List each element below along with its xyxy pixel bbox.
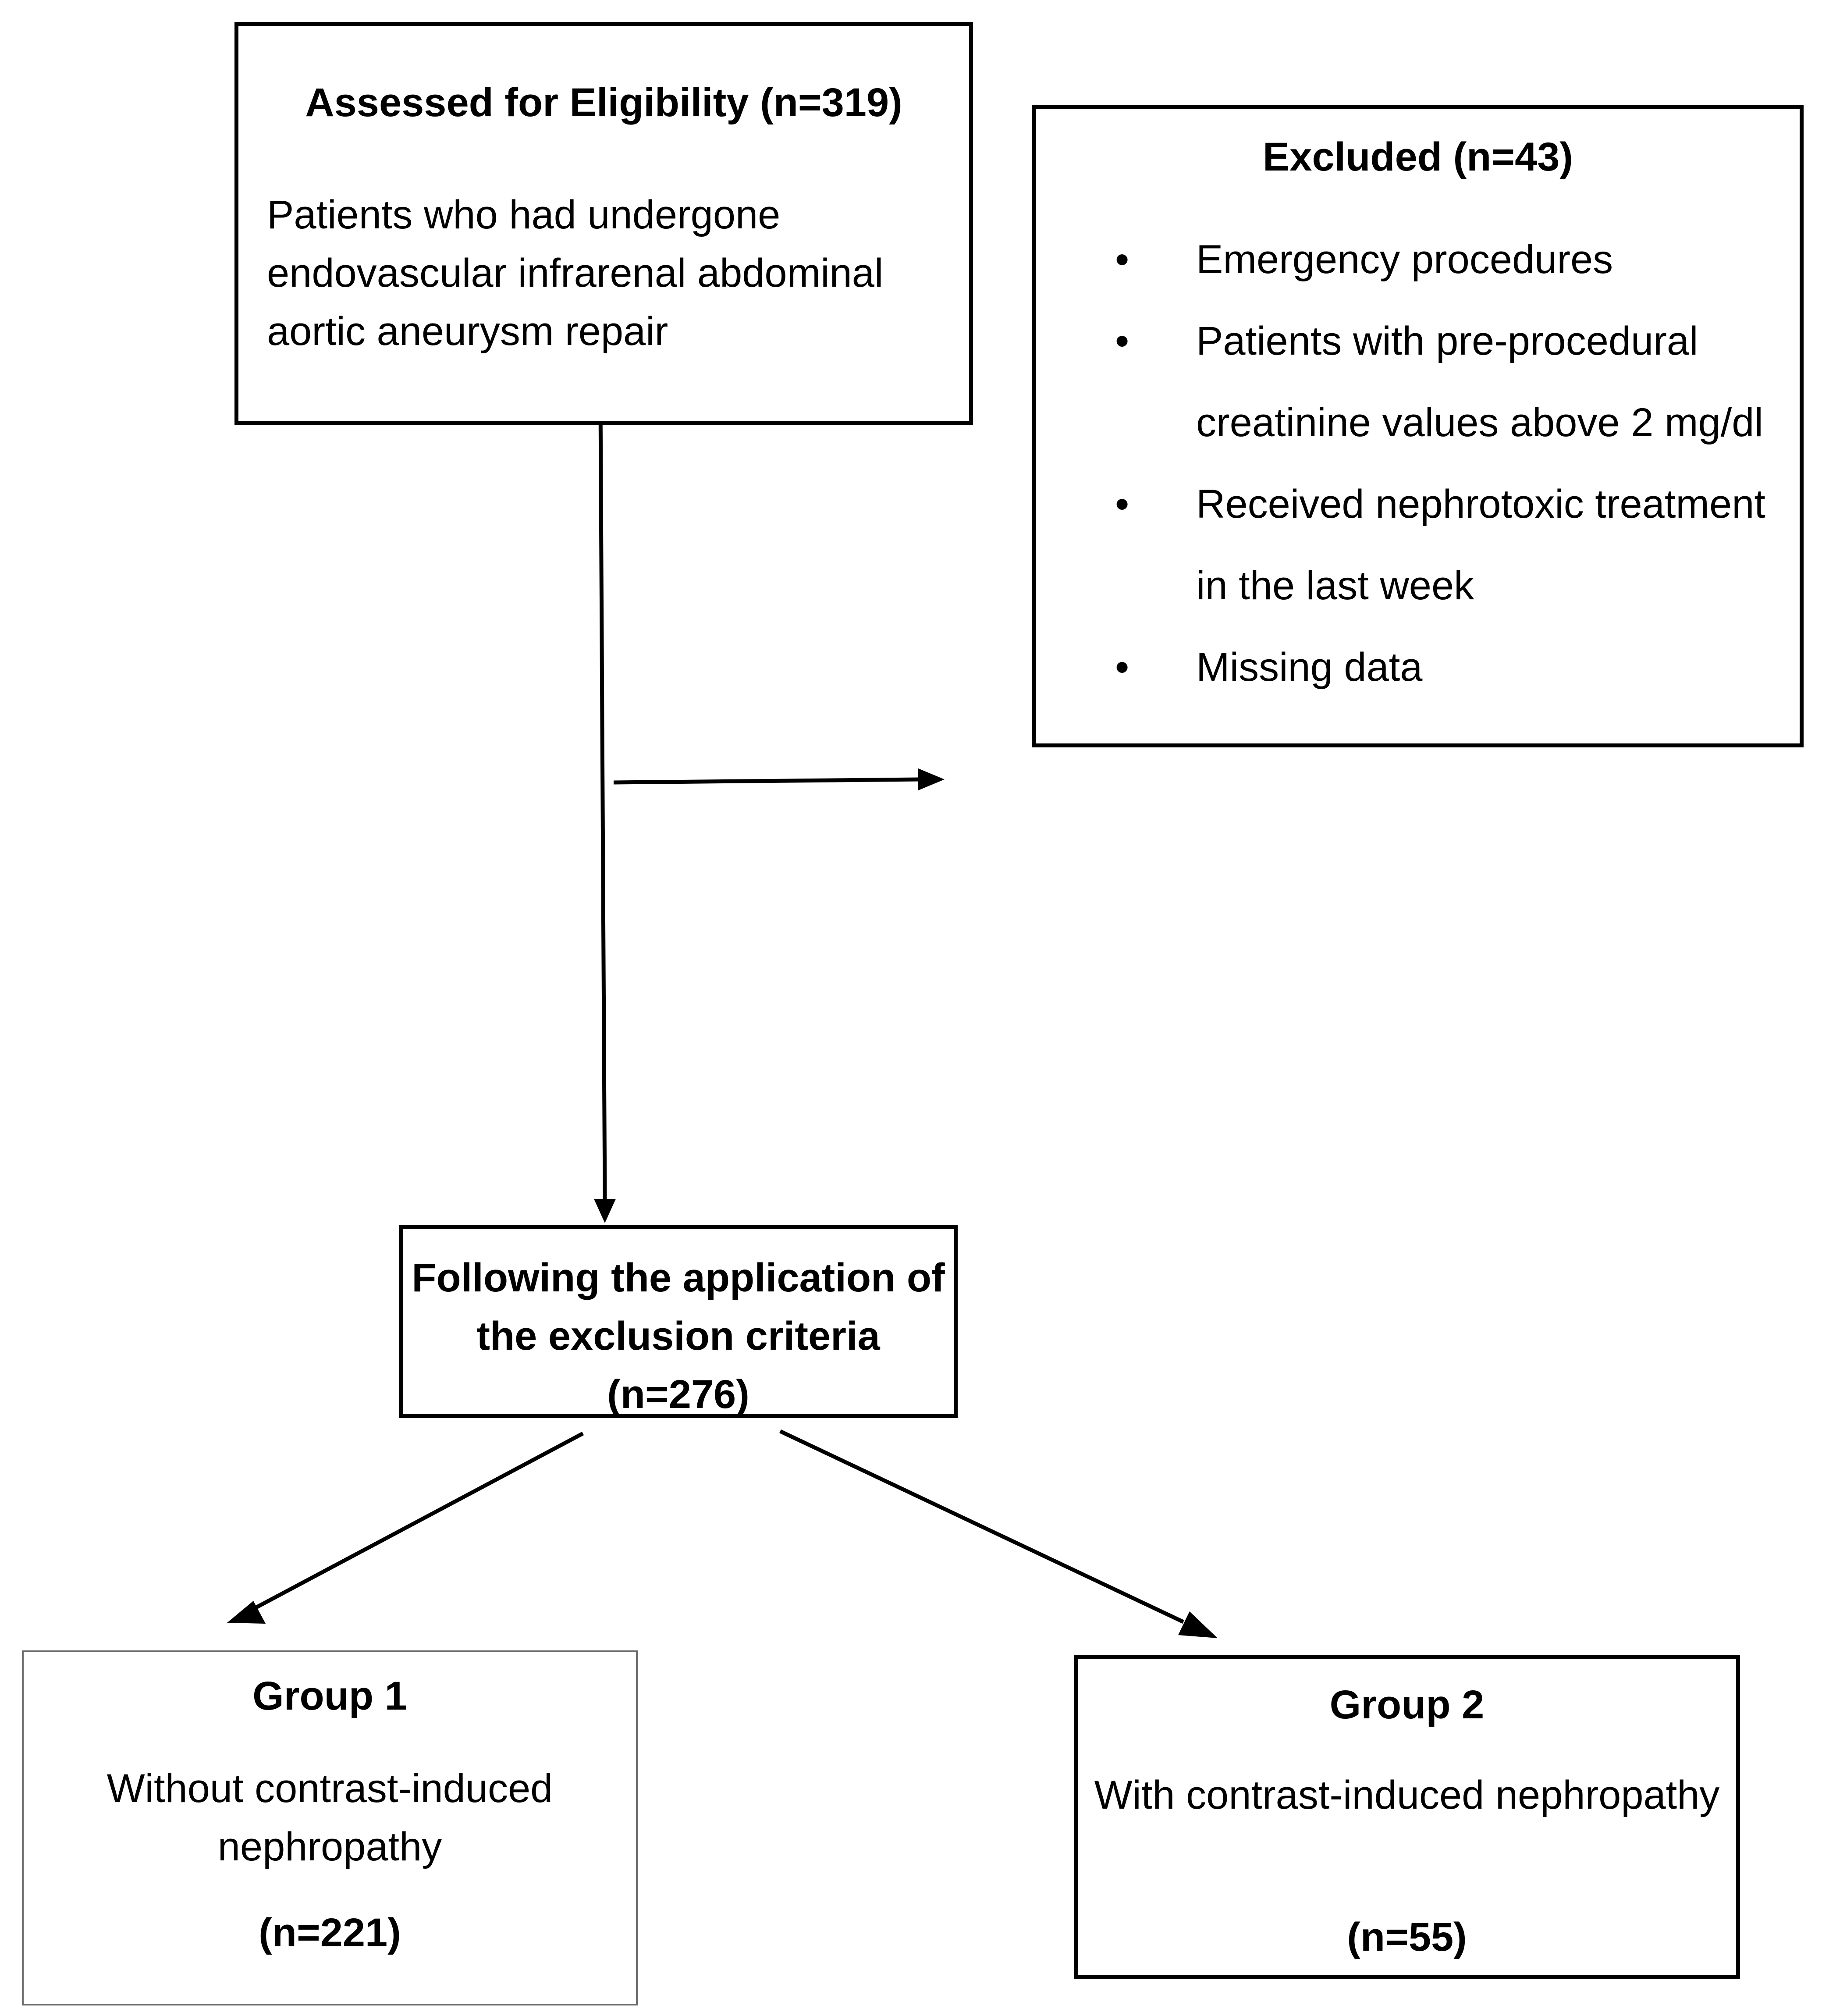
excluded-item: • Emergency procedures xyxy=(1062,219,1791,300)
excluded-item: • Missing data xyxy=(1062,626,1791,708)
arrow-assessed-to-following xyxy=(598,403,607,1199)
bullet-icon: • xyxy=(1115,319,1129,363)
excluded-item-label: Received nephrotoxic treatment in the la… xyxy=(1196,482,1765,608)
assessed-title: Assessed for Eligibility (n=319) xyxy=(305,80,902,125)
bullet-icon: • xyxy=(1115,482,1129,526)
excluded-list: • Emergency procedures • Patients with p… xyxy=(1062,219,1791,708)
group1-box: Group 1 Without contrast-induced nephrop… xyxy=(22,1650,638,2005)
arrowhead-group2 xyxy=(1178,1611,1218,1638)
assessed-description: Patients who had undergone endovascular … xyxy=(267,192,884,354)
group2-description: With contrast-induced nephropathy xyxy=(1094,1773,1720,1817)
assessed-box: Assessed for Eligibility (n=319) Patient… xyxy=(234,22,973,425)
arrow-to-group2 xyxy=(779,1429,1184,1624)
following-box: Following the application of the exclusi… xyxy=(399,1225,958,1418)
group1-title: Group 1 xyxy=(252,1674,407,1718)
excluded-item-label: Emergency procedures xyxy=(1196,237,1613,282)
bullet-icon: • xyxy=(1115,645,1129,690)
arrow-to-group1 xyxy=(244,1432,584,1615)
excluded-box: Excluded (n=43) • Emergency procedures •… xyxy=(1032,105,1804,747)
arrow-to-excluded xyxy=(613,777,921,785)
excluded-item: • Patients with pre-procedural creatinin… xyxy=(1062,300,1791,463)
excluded-item: • Received nephrotoxic treatment in the … xyxy=(1062,463,1791,626)
group1-description: Without contrast-induced nephropathy xyxy=(107,1766,553,1869)
arrowhead-down xyxy=(594,1199,616,1223)
excluded-title: Excluded (n=43) xyxy=(1262,135,1573,179)
following-text: Following the application of the exclusi… xyxy=(412,1255,945,1417)
arrowhead-group1 xyxy=(227,1601,266,1624)
group2-count: (n=55) xyxy=(1347,1915,1467,1959)
arrowhead-right xyxy=(918,768,945,790)
group2-box: Group 2 With contrast-induced nephropath… xyxy=(1074,1655,1740,1979)
excluded-item-label: Patients with pre-procedural creatinine … xyxy=(1196,319,1763,445)
bullet-icon: • xyxy=(1115,237,1129,282)
group2-title: Group 2 xyxy=(1329,1682,1485,1727)
group1-count: (n=221) xyxy=(259,1910,401,1955)
excluded-item-label: Missing data xyxy=(1196,645,1423,690)
